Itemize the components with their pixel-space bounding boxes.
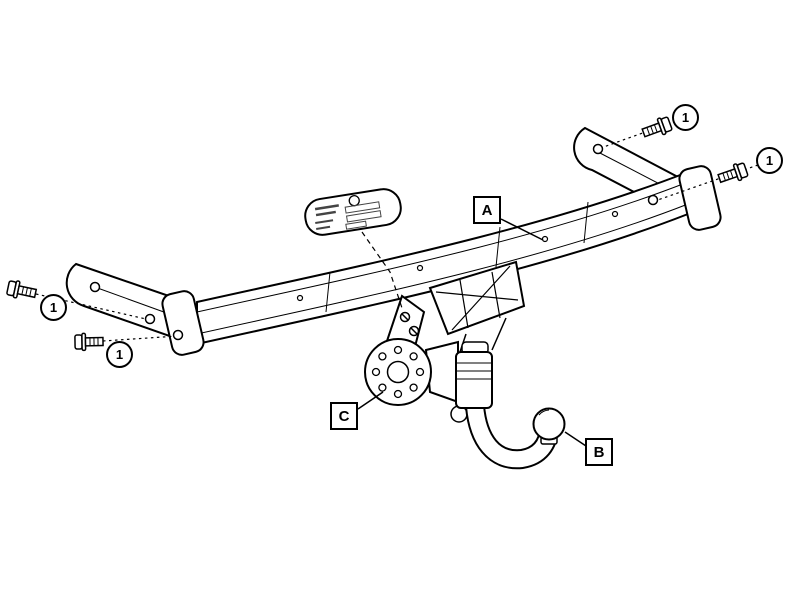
- crossbar-label: A: [473, 196, 501, 224]
- towball-label: B: [585, 438, 613, 466]
- swan-neck-towball: [450, 341, 566, 470]
- fastener-callout-left-top: 1: [40, 294, 67, 321]
- bolt-icon: [715, 160, 750, 188]
- crossbar-endplate-left: [161, 290, 205, 356]
- fastener-callout-right-bottom: 1: [756, 147, 783, 174]
- side-arm-left: [65, 262, 199, 348]
- attachment-holes: [144, 143, 659, 341]
- bolt-icon: [74, 332, 104, 352]
- fastener-callout-left-bottom: 1: [106, 341, 133, 368]
- beam-rivets: [296, 210, 619, 302]
- part-label-leader-lines: [357, 218, 587, 447]
- type-plate: [304, 188, 402, 236]
- type-plate-leader-line: [361, 231, 404, 312]
- center-bracket: [428, 260, 526, 353]
- bolt-icon: [639, 114, 674, 142]
- mounting-plate-label: C: [330, 402, 358, 430]
- fixing-screws: [399, 311, 420, 337]
- crossbar-endplate-right: [678, 165, 722, 231]
- crossbar-beam: [196, 170, 689, 346]
- fastener-callout-right-top: 1: [672, 104, 699, 131]
- bolt-icon: [5, 278, 38, 303]
